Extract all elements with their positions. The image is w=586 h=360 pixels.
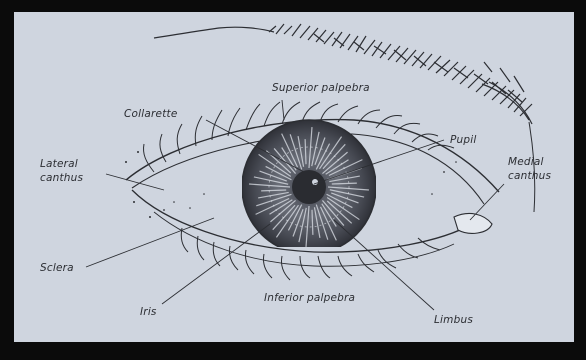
label-lateral-canthus-2: canthus: [40, 172, 83, 184]
label-inferior-palpebra: Inferior palpebra: [264, 292, 355, 304]
label-collarette: Collarette: [124, 108, 178, 120]
label-medial-canthus-1: Medial: [508, 156, 544, 168]
label-iris: Iris: [140, 306, 157, 318]
label-superior-palpebra: Superior palpebra: [272, 82, 370, 94]
label-sclera: Sclera: [40, 262, 74, 274]
label-medial-canthus-2: canthus: [508, 170, 551, 182]
label-limbus: Limbus: [434, 314, 473, 326]
label-lateral-canthus-1: Lateral: [40, 158, 78, 170]
diagram-paper: Superior palpebra Collarette Pupil Later…: [14, 12, 574, 342]
label-pupil: Pupil: [450, 134, 477, 146]
eyebrow: [154, 24, 532, 124]
pupil: [292, 170, 326, 204]
